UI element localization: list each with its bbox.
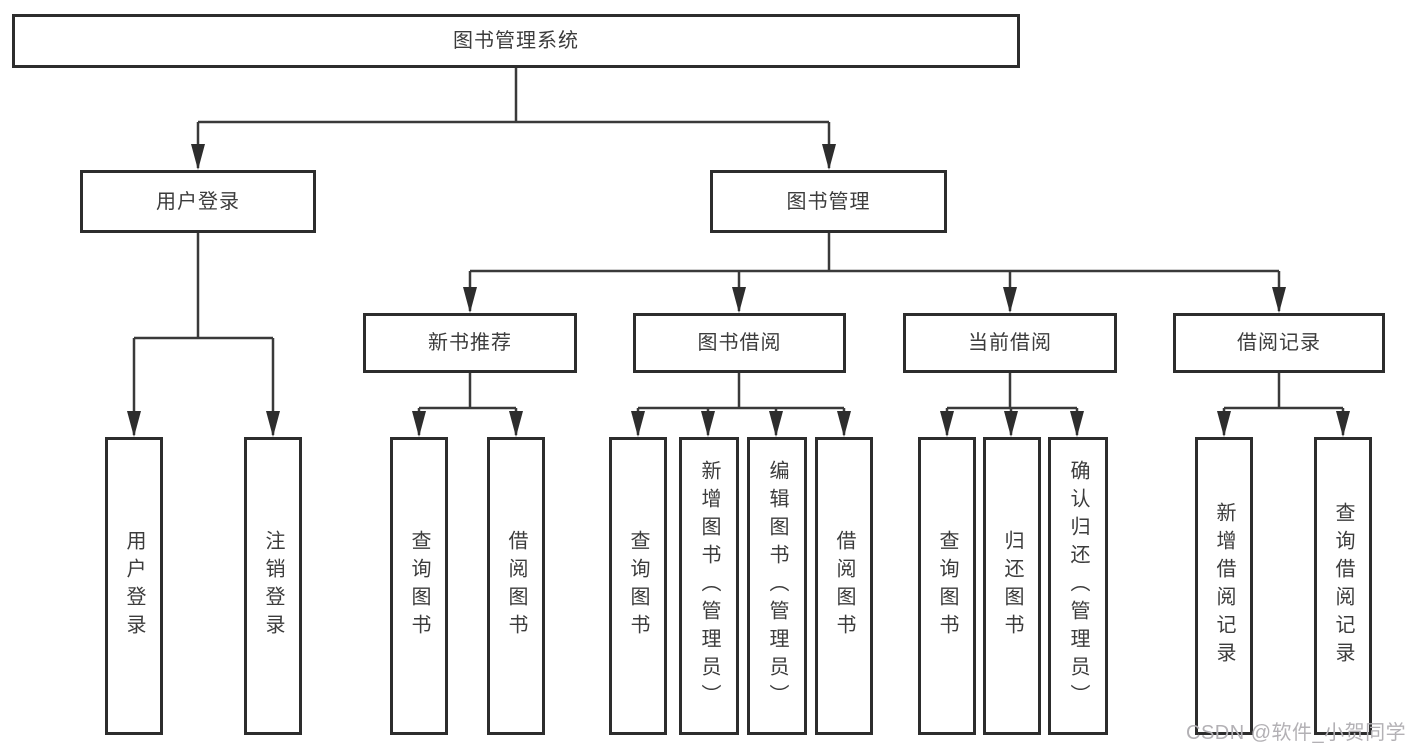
leaf-recommend-borrow-books: 借阅图书	[487, 437, 545, 735]
leaf-records-query-record: 查询借阅记录	[1314, 437, 1372, 735]
leaf-borrow-add-books-admin: 新增图书（管理员）	[679, 437, 739, 735]
node-book-management-branch: 图书管理	[710, 170, 947, 233]
node-book-borrow: 图书借阅	[633, 313, 846, 373]
csdn-watermark: CSDN @软件_小贺同学	[1186, 722, 1405, 744]
leaf-recommend-query-books: 查询图书	[390, 437, 448, 735]
leaf-logout-login: 注销登录	[244, 437, 302, 735]
leaf-borrow-edit-books-admin: 编辑图书（管理员）	[747, 437, 807, 735]
leaf-records-add-record: 新增借阅记录	[1195, 437, 1253, 735]
node-current-borrow: 当前借阅	[903, 313, 1117, 373]
leaf-current-confirm-return-admin: 确认归还（管理员）	[1048, 437, 1108, 735]
leaf-user-login: 用户登录	[105, 437, 163, 735]
connector-group	[127, 68, 1350, 437]
node-borrow-records: 借阅记录	[1173, 313, 1385, 373]
leaf-current-query-books: 查询图书	[918, 437, 976, 735]
leaf-borrow-borrow-books: 借阅图书	[815, 437, 873, 735]
node-new-book-recommend: 新书推荐	[363, 313, 577, 373]
leaf-borrow-query-books: 查询图书	[609, 437, 667, 735]
node-user-login-branch: 用户登录	[80, 170, 316, 233]
node-root-system: 图书管理系统	[12, 14, 1020, 68]
leaf-current-return-books: 归还图书	[983, 437, 1041, 735]
